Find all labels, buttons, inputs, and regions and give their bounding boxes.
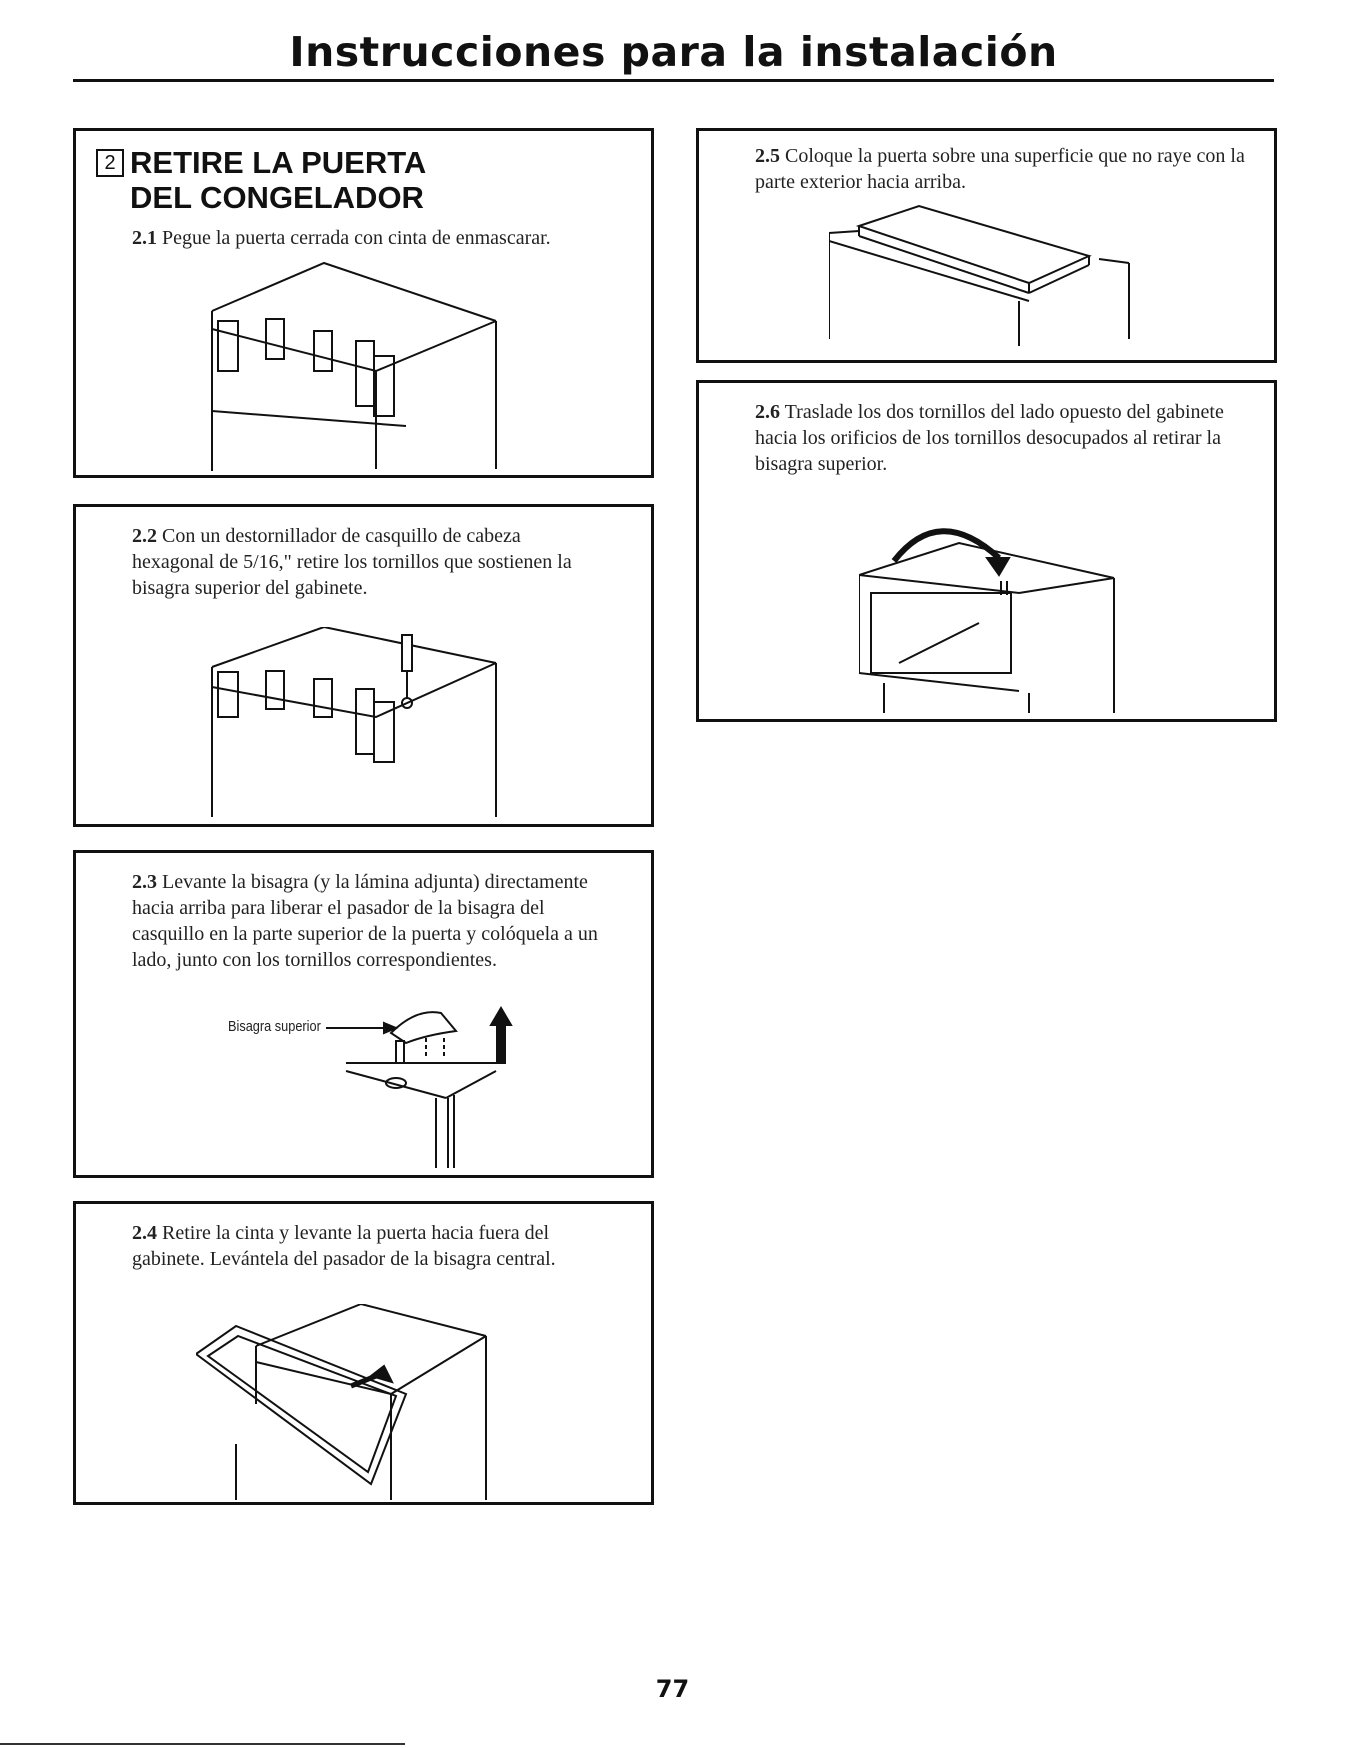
step-body: Pegue la puerta cerrada con cinta de enm… <box>162 227 551 249</box>
illustration-screwdriver <box>211 627 497 817</box>
step-2-5-text: 2.5 Coloque la puerta sobre una superfic… <box>755 143 1245 195</box>
step-number: 2.3 <box>132 871 157 893</box>
section-title-line1: RETIRE LA PUERTA <box>130 145 427 180</box>
step-number: 2.6 <box>755 401 780 423</box>
step-box-2-3: 2.3 Levante la bisagra (y la lámina adju… <box>73 850 654 1178</box>
step-body: Con un destornillador de casquillo de ca… <box>132 525 572 599</box>
step-body: Traslade los dos tornillos del lado opue… <box>755 401 1224 475</box>
step-2-1-text: 2.1 Pegue la puerta cerrada con cinta de… <box>132 225 632 251</box>
page-title: Instrucciones para la instalación <box>289 28 1058 76</box>
step-number: 2.4 <box>132 1222 157 1244</box>
step-body: Retire la cinta y levante la puerta haci… <box>132 1222 556 1270</box>
page-number: 77 <box>655 1675 690 1703</box>
step-box-2-6: 2.6 Traslade los dos tornillos del lado … <box>696 380 1277 722</box>
illustration-hinge <box>326 1006 513 1168</box>
step-body: Coloque la puerta sobre una superficie q… <box>755 145 1245 193</box>
step-box-2-2: 2.2 Con un destornillador de casquillo d… <box>73 504 654 827</box>
step-number: 2.5 <box>755 145 780 167</box>
footer-rule <box>0 1743 405 1745</box>
step-box-2-4: 2.4 Retire la cinta y levante la puerta … <box>73 1201 654 1505</box>
illustration-move-screws <box>859 528 1115 713</box>
step-body: Levante la bisagra (y la lámina adjunta)… <box>132 871 598 971</box>
illustration-door-on-surface <box>829 204 1130 346</box>
step-2-4-text: 2.4 Retire la cinta y levante la puerta … <box>132 1220 612 1272</box>
step-2-6-text: 2.6 Traslade los dos tornillos del lado … <box>755 399 1255 477</box>
illustration-door-removal <box>196 1304 487 1500</box>
step-number: 2.1 <box>132 227 157 249</box>
callout-label: Bisagra superior <box>228 1018 321 1035</box>
illustration-taped-door <box>211 261 497 471</box>
step-2-2-text: 2.2 Con un destornillador de casquillo d… <box>132 523 602 601</box>
header-rule <box>73 79 1274 82</box>
step-2-3-text: 2.3 Levante la bisagra (y la lámina adju… <box>132 869 612 973</box>
step-box-2-5: 2.5 Coloque la puerta sobre una superfic… <box>696 128 1277 363</box>
section-title-line2: DEL CONGELADOR <box>130 180 424 215</box>
section-number: 2 <box>96 149 124 177</box>
step-number: 2.2 <box>132 525 157 547</box>
